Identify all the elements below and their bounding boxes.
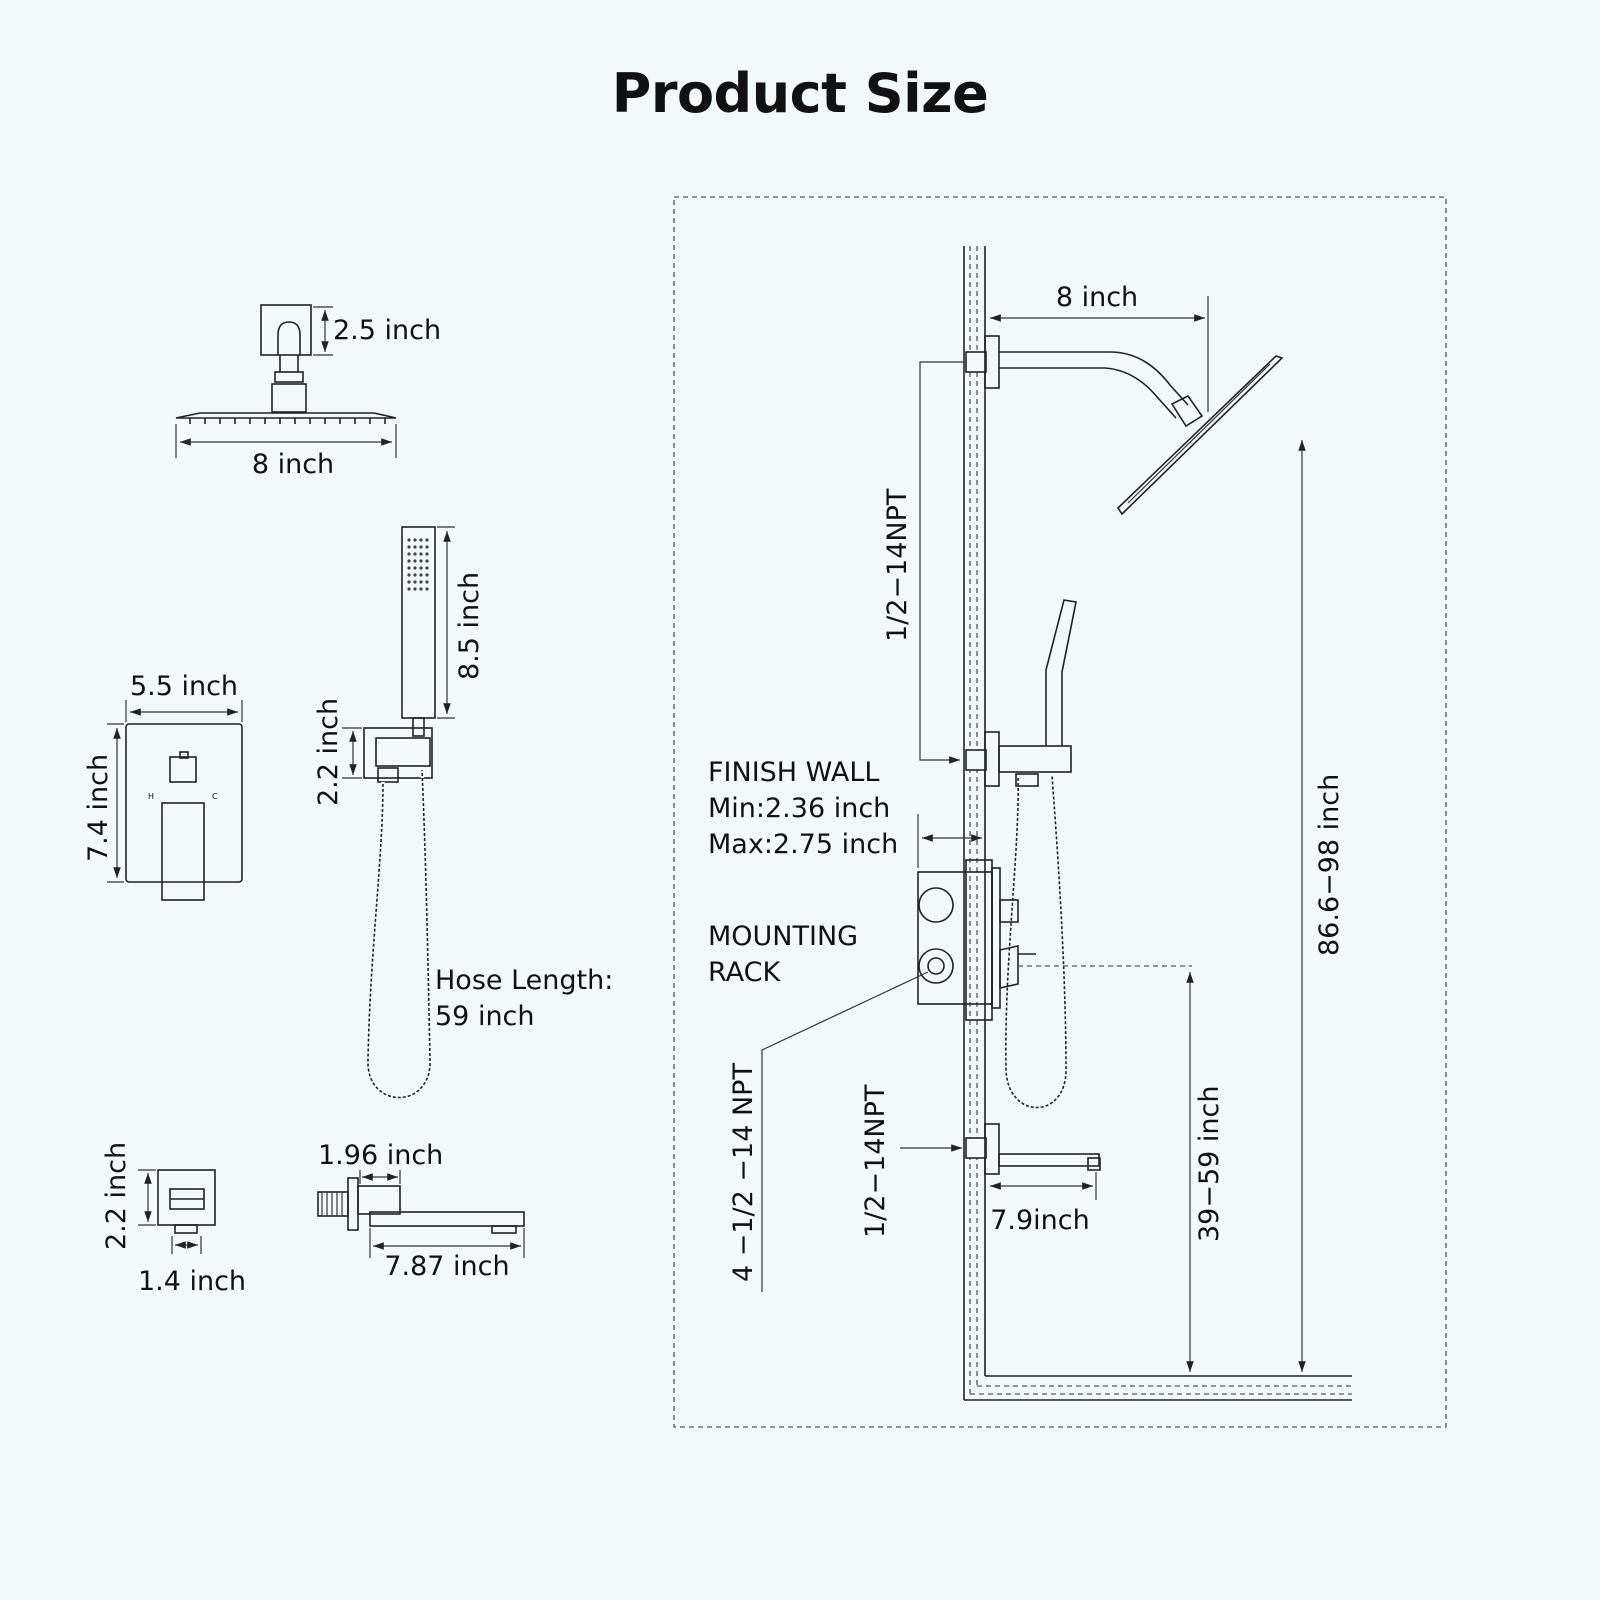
- shower-head-nozzles: [189, 418, 386, 424]
- plate-hot-label: H: [148, 792, 154, 801]
- spout-depth-label: 1.96 inch: [318, 1140, 443, 1171]
- finish-wall-min: Min:2.36 inch: [708, 793, 890, 824]
- rain-shower-head-drawing: [175, 304, 397, 458]
- spout-reach-label: 7.9inch: [990, 1205, 1090, 1236]
- plate-width-label: 5.5 inch: [130, 671, 238, 702]
- install-head-reach-label: 8 inch: [1056, 282, 1138, 313]
- plate-height-label: 7.4 inch: [83, 754, 114, 862]
- valve-height-label: 39−59 inch: [1194, 1086, 1225, 1243]
- handheld-shower-drawing: [342, 526, 455, 1100]
- valve-trim-plate-drawing: [107, 700, 243, 901]
- page-title: Product Size: [611, 62, 989, 125]
- finish-wall-title: FINISH WALL: [708, 757, 879, 788]
- holder-height-label: 2.2 inch: [313, 698, 344, 806]
- handheld-length-label: 8.5 inch: [454, 572, 485, 680]
- tub-spout-drawing: [317, 1170, 525, 1258]
- hose-length-label-line1: Hose Length:: [435, 965, 613, 996]
- hose-length-label-line2: 59 inch: [435, 1001, 535, 1032]
- head-width-label: 8 inch: [252, 449, 334, 480]
- mounting-rack-label-line2: RACK: [708, 957, 782, 988]
- installation-diagram: [673, 196, 1447, 1428]
- npt-valve-label: 4 −1/2 −14 NPT: [728, 1063, 759, 1282]
- elbow-height-label: 2.2 inch: [101, 1142, 132, 1250]
- elbow-width-label: 1.4 inch: [138, 1266, 246, 1297]
- mounting-rack-label-line1: MOUNTING: [708, 921, 858, 952]
- spout-length-label: 7.87 inch: [384, 1251, 509, 1282]
- head-height-label: 86.6−98 inch: [1314, 774, 1345, 956]
- handheld-spray-holes: [407, 538, 429, 591]
- npt-lower-label: 1/2−14NPT: [860, 1084, 891, 1238]
- plate-cold-label: C: [212, 792, 218, 801]
- arm-height-label: 2.5 inch: [333, 315, 441, 346]
- finish-wall-max: Max:2.75 inch: [708, 829, 898, 860]
- elbow-drawing: [138, 1169, 216, 1254]
- npt-upper-label: 1/2−14NPT: [882, 488, 913, 642]
